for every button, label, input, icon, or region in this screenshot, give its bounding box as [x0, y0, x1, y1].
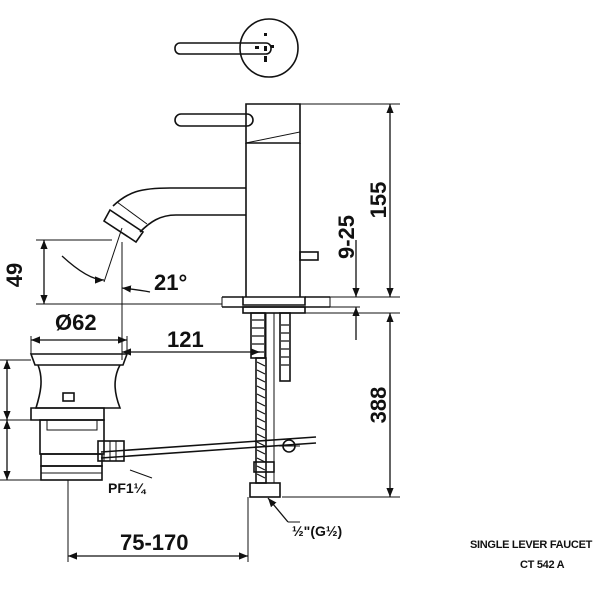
aerator	[102, 208, 145, 244]
dim-75-170-label: 75-170	[120, 530, 189, 555]
caption-title: SINGLE LEVER FAUCET	[470, 539, 593, 551]
supply-hoses	[249, 312, 291, 498]
dim-9-25-label: 9-25	[334, 215, 359, 259]
dim-388-label: 388	[366, 387, 391, 424]
waste-drain	[29, 353, 129, 481]
side-lever	[174, 113, 254, 127]
pop-up-rod	[100, 436, 317, 459]
dimension-lines	[0, 103, 400, 562]
dim-155-label: 155	[366, 182, 391, 219]
dim-diameter-label: Ø62	[55, 310, 97, 335]
waste-thread-label: PF1¼	[108, 480, 147, 496]
hot-cold-indicator-icon	[255, 33, 274, 62]
faucet-body	[102, 103, 331, 314]
dim-angle-label: 21°	[154, 270, 187, 295]
caption-model: CT 542 A	[520, 559, 565, 571]
connection-thread-label: ½"(G½)	[292, 523, 342, 539]
top-view	[174, 18, 299, 78]
dim-49-label: 49	[2, 263, 27, 287]
top-lever	[174, 42, 272, 55]
dim-121-label: 121	[167, 327, 204, 352]
